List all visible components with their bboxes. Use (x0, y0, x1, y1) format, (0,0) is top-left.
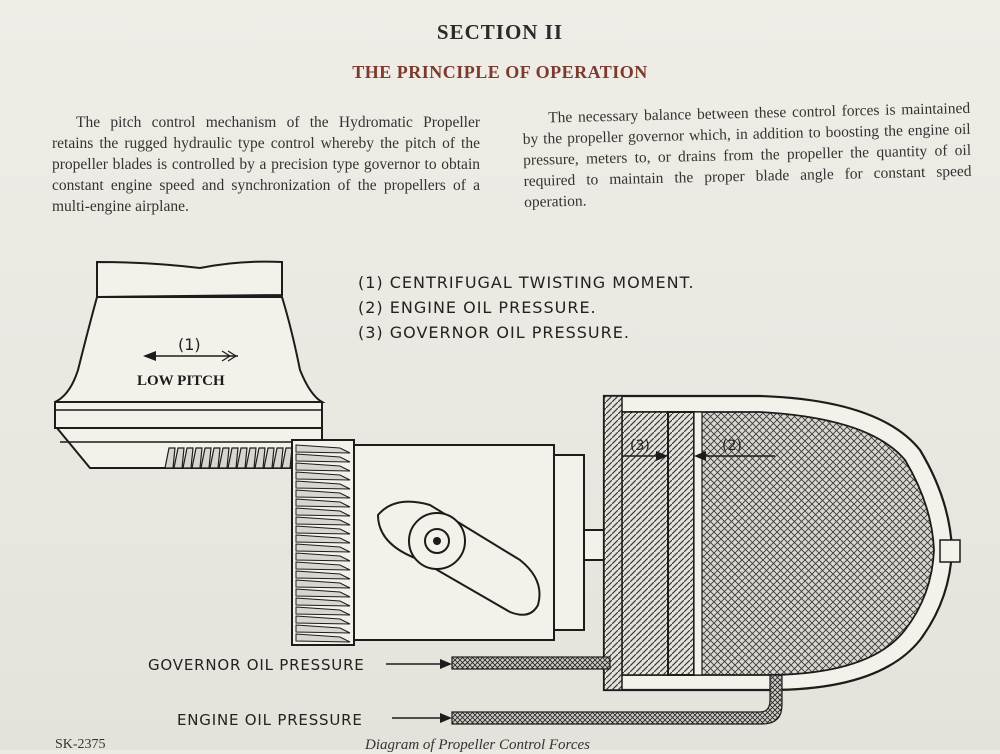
diagram-caption: Diagram of Propeller Control Forces (365, 737, 590, 753)
blade-hub (54, 260, 326, 469)
gear-tooth (295, 489, 351, 499)
governor-oil-line (451, 656, 611, 670)
gear-tooth (295, 480, 351, 490)
right-paragraph: The necessary balance between these cont… (522, 99, 972, 211)
gear-tooth (295, 453, 351, 463)
gear-tooth (295, 498, 351, 508)
legend-item-1: (1) CENTRIFUGAL TWISTING MOMENT. (358, 273, 695, 292)
governor-oil-pressure-label: GOVERNOR OIL PRESSURE (148, 656, 365, 674)
bevel-gear (291, 439, 355, 646)
gear-tooth (295, 570, 351, 580)
propeller-dome (602, 394, 961, 692)
gear-tooth (295, 615, 351, 625)
gear-tooth (295, 543, 351, 553)
legend-item-3: (3) GOVERNOR OIL PRESSURE. (358, 323, 630, 342)
gear-tooth (191, 447, 203, 469)
page-title: THE PRINCIPLE OF OPERATION (352, 62, 648, 82)
gear-tooth (200, 447, 212, 469)
gear-tooth (295, 552, 351, 562)
gear-tooth (295, 579, 351, 589)
marker-2: (2) (722, 438, 742, 454)
gear-tooth (173, 447, 185, 469)
gear-tooth (295, 606, 351, 616)
gear-tooth (295, 462, 351, 472)
gear-tooth (295, 633, 351, 643)
gear-tooth (295, 525, 351, 535)
gear-tooth (263, 447, 275, 469)
arrow-engine (392, 713, 452, 723)
gear-tooth (227, 447, 239, 469)
gear-tooth (295, 588, 351, 598)
drawing-code: SK-2375 (55, 737, 106, 752)
gear-tooth (272, 447, 284, 469)
arrow-3 (622, 451, 668, 461)
low-pitch-label: LOW PITCH (137, 373, 225, 389)
gear-tooth (295, 471, 351, 481)
gear-tooth (209, 447, 221, 469)
legend-item-2: (2) ENGINE OIL PRESSURE. (358, 298, 597, 317)
gear-tooth (254, 447, 266, 469)
gear-tooth (295, 507, 351, 517)
cam-housing (353, 444, 695, 641)
gear-tooth (245, 447, 257, 469)
propeller-control-diagram: (1) CENTRIFUGAL TWISTING MOMENT. (2) ENG… (54, 260, 961, 729)
gear-tooth (295, 516, 351, 526)
marker-1: (1) (178, 335, 201, 354)
gear-tooth (164, 447, 176, 469)
gear-tooth (295, 444, 351, 454)
gear-tooth (218, 447, 230, 469)
left-paragraph: The pitch control mechanism of the Hydro… (52, 114, 480, 215)
gear-tooth (295, 534, 351, 544)
engine-oil-pressure-label: ENGINE OIL PRESSURE (177, 711, 363, 729)
engine-oil-line (451, 674, 783, 725)
gear-tooth (236, 447, 248, 469)
arrow-governor (386, 659, 452, 669)
arrow-1 (143, 350, 238, 362)
gear-tooth (295, 561, 351, 571)
gear-tooth (182, 447, 194, 469)
arrow-2 (694, 451, 775, 461)
marker-3: (3) (630, 438, 650, 454)
gear-tooth (295, 597, 351, 607)
gear-tooth (295, 624, 351, 634)
section-heading: SECTION II (436, 20, 564, 44)
